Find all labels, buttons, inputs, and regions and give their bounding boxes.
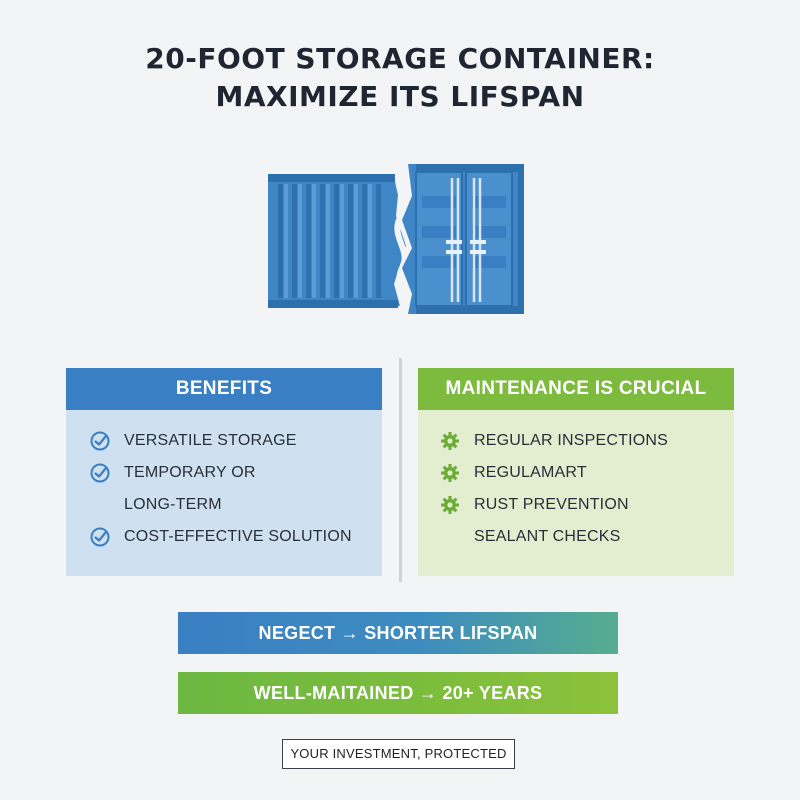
benefit-text: TEMPORARY OR (124, 464, 256, 481)
neglect-banner: NEGECT → SHORTER LIFSPAN (178, 612, 618, 654)
maintenance-panel: MAINTENANCE IS CRUCIAL REGULAR INSPECTIO… (418, 368, 734, 576)
tagline-box: YOUR INVESTMENT, PROTECTED (282, 739, 515, 769)
container-side-section (268, 174, 406, 308)
benefit-text: LONG-TERM (124, 496, 222, 513)
column-divider (399, 358, 402, 582)
shipping-container-illustration (268, 164, 524, 317)
page-title: 20-FOOT STORAGE CONTAINER: MAXIMIZE ITS … (0, 40, 800, 116)
benefit-text: COST-EFFECTIVE SOLUTION (124, 528, 352, 545)
maintenance-text: RUST PREVENTION (474, 496, 629, 513)
maintenance-heading: MAINTENANCE IS CRUCIAL (418, 368, 734, 410)
well-maintained-banner: WELL-MAITAINED → 20+ YEARS (178, 672, 618, 714)
maintenance-text: SEALANT CHECKS (474, 528, 621, 545)
maintenance-text: REGULAMART (474, 464, 587, 481)
benefits-panel: BENEFITS VERSATILE STORAGE TEMPORARY OR … (66, 368, 382, 576)
benefits-heading: BENEFITS (66, 368, 382, 410)
gear-icon (441, 496, 459, 514)
benefit-text: VERSATILE STORAGE (124, 432, 297, 449)
check-circle-icon (90, 463, 110, 483)
container-door-section (402, 164, 524, 314)
title-line-2: MAXIMIZE ITS LIFSPAN (215, 80, 585, 113)
check-circle-icon (90, 431, 110, 451)
gear-icon (441, 464, 459, 482)
gear-icon (441, 432, 459, 450)
check-circle-icon (90, 527, 110, 547)
title-line-1: 20-FOOT STORAGE CONTAINER: (145, 42, 655, 75)
maintenance-text: REGULAR INSPECTIONS (474, 432, 669, 449)
